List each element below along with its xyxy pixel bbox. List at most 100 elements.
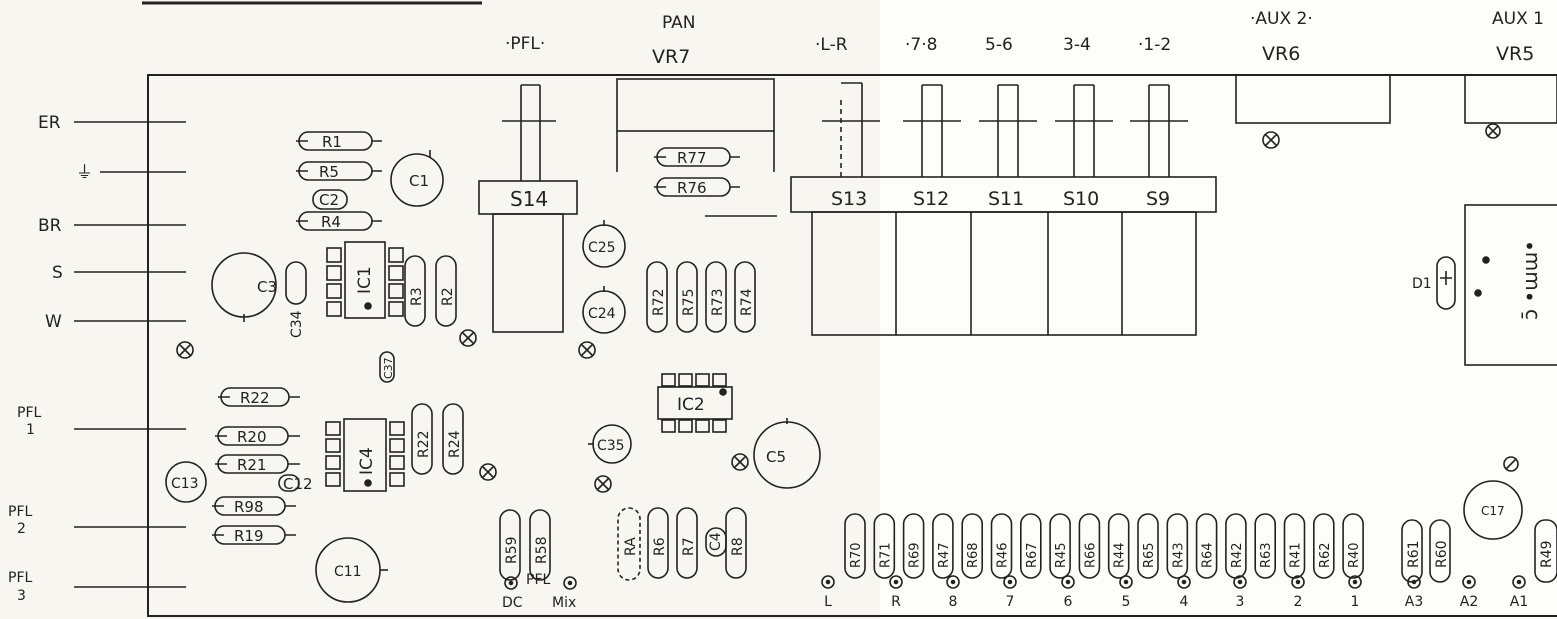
output-pad-dot <box>825 579 831 585</box>
resistor-r72-label: R72 <box>651 288 667 316</box>
terminal-ground: ⏚ <box>76 163 93 183</box>
output-pad-dot <box>1007 579 1013 585</box>
output-pad-dot <box>1065 579 1071 585</box>
vr6-pot-body <box>1235 74 1391 124</box>
capacitor-c11-label: C11 <box>334 564 362 580</box>
resistor-r59-label: R59 <box>504 536 520 564</box>
label-l-r: ·L-R <box>815 35 848 55</box>
resistor-r40-body <box>1342 513 1364 579</box>
resistor-r66-body <box>1078 513 1101 579</box>
output-pad-a3 <box>1407 575 1421 589</box>
resistor-r42-label: R42 <box>1230 542 1245 568</box>
s14-switch <box>478 84 578 333</box>
resistor-r49-label: R49 <box>1539 540 1555 568</box>
label-pan: PAN <box>662 13 696 33</box>
output-pad-1-label: 1 <box>1351 594 1360 610</box>
pfl-mix-label: Mix <box>552 595 576 611</box>
resistor-r63-label: R63 <box>1259 542 1274 568</box>
capacitor-c35-label: C35 <box>597 438 625 454</box>
resistor-r68-body <box>961 513 984 579</box>
resistor-r21-label: R21 <box>237 456 267 474</box>
resistor-r64-label: R64 <box>1201 542 1216 568</box>
resistor-r2-label: R2 <box>440 287 456 306</box>
board-outline <box>147 74 1557 617</box>
resistor-r74-label: R74 <box>739 288 755 316</box>
resistor-r71-label: R71 <box>878 542 893 568</box>
resistor-r64-body <box>1195 513 1218 579</box>
switch-s9-label: S9 <box>1146 188 1170 210</box>
resistor-r41-label: R41 <box>1289 542 1304 568</box>
resistor-r8-label: R8 <box>730 537 746 556</box>
output-pad-r <box>889 575 903 589</box>
output-pad-5-label: 5 <box>1122 594 1131 610</box>
resistor-r22-v-label: R22 <box>416 430 432 458</box>
output-pad-dot <box>1181 579 1187 585</box>
terminal-pfl2-line1: PFL <box>8 504 32 520</box>
output-pad-a2-label: A2 <box>1460 594 1478 610</box>
label-5-6: 5-6 <box>985 35 1013 55</box>
capacitor-c24-label: C24 <box>588 306 616 322</box>
resistor-r5-label: R5 <box>319 163 339 181</box>
capacitor-c4-label: C4 <box>708 532 724 551</box>
resistor-r22-h-label: R22 <box>240 389 270 407</box>
output-pad-2 <box>1291 575 1305 589</box>
resistor-r19-label: R19 <box>234 527 264 545</box>
output-pad-5 <box>1119 575 1133 589</box>
pfl-dc-label: DC <box>502 595 523 611</box>
capacitors <box>165 150 1523 603</box>
ic2-label: IC2 <box>677 395 705 415</box>
capacitor-c12-label: C12 <box>283 475 313 493</box>
resistor-r62-body <box>1313 513 1335 579</box>
output-pad-6-label: 6 <box>1064 594 1073 610</box>
label-vr7: VR7 <box>652 46 690 68</box>
resistor-r66-label: R66 <box>1083 542 1098 568</box>
output-pad-a1-label: A1 <box>1510 594 1528 610</box>
resistor-r73-label: R73 <box>710 288 726 316</box>
resistor-r70-body <box>844 513 866 579</box>
resistor-r75-label: R75 <box>681 288 697 316</box>
ic1-label: IC1 <box>355 266 375 294</box>
ic4-label: IC4 <box>357 447 377 475</box>
resistor-r58-label: R58 <box>534 536 550 564</box>
resistor-r71-body <box>873 513 896 579</box>
output-pad-r-label: R <box>891 594 901 610</box>
terminal-w: W <box>45 312 62 332</box>
output-pad-dot <box>1411 579 1417 585</box>
output-pad-4 <box>1177 575 1191 589</box>
vr7-pot-body <box>616 78 775 132</box>
mounting-holes <box>176 123 1519 493</box>
resistor-r43-body <box>1166 513 1189 579</box>
resistor-r98-label: R98 <box>234 498 264 516</box>
output-pad-dot <box>1466 579 1472 585</box>
resistor-ra-label: RA <box>623 537 639 556</box>
resistors-vertical <box>404 255 1557 583</box>
resistor-r60-label: R60 <box>1434 540 1450 568</box>
pfl-output-label: PFL <box>526 572 550 588</box>
output-pad-dot <box>1516 579 1522 585</box>
output-pad-dot <box>1237 579 1243 585</box>
terminal-er: ER <box>38 113 61 133</box>
output-pad-3-label: 3 <box>1236 594 1245 610</box>
resistor-r70-label: R70 <box>849 542 864 568</box>
svg-text:ɔ̄ •ɯɯ•: ɔ̄ •ɯɯ• <box>1518 240 1542 320</box>
label-aux2: ·AUX 2· <box>1250 9 1313 29</box>
terminal-lines <box>74 121 186 588</box>
output-pad-6 <box>1061 575 1075 589</box>
resistor-r65-body <box>1137 513 1159 579</box>
switch-s11-label: S11 <box>988 188 1024 210</box>
capacitor-c25-label: C25 <box>588 240 616 256</box>
capacitor-c34-label: C34 <box>289 310 305 338</box>
resistor-r46-body <box>990 513 1013 579</box>
s14-label: S14 <box>510 187 548 211</box>
vr5-pot-body <box>1464 74 1557 124</box>
output-pad-l-label: L <box>824 594 832 610</box>
resistor-r45-label: R45 <box>1054 542 1069 568</box>
terminal-pfl3-line1: PFL <box>8 570 32 586</box>
resistor-r67-label: R67 <box>1025 542 1040 568</box>
capacitor-c5-label: C5 <box>766 448 786 466</box>
capacitor-c17-label: C17 <box>1481 504 1505 518</box>
output-pad-a2 <box>1462 575 1476 589</box>
resistor-r6-label: R6 <box>652 537 668 556</box>
resistor-r44-label: R44 <box>1113 542 1128 568</box>
